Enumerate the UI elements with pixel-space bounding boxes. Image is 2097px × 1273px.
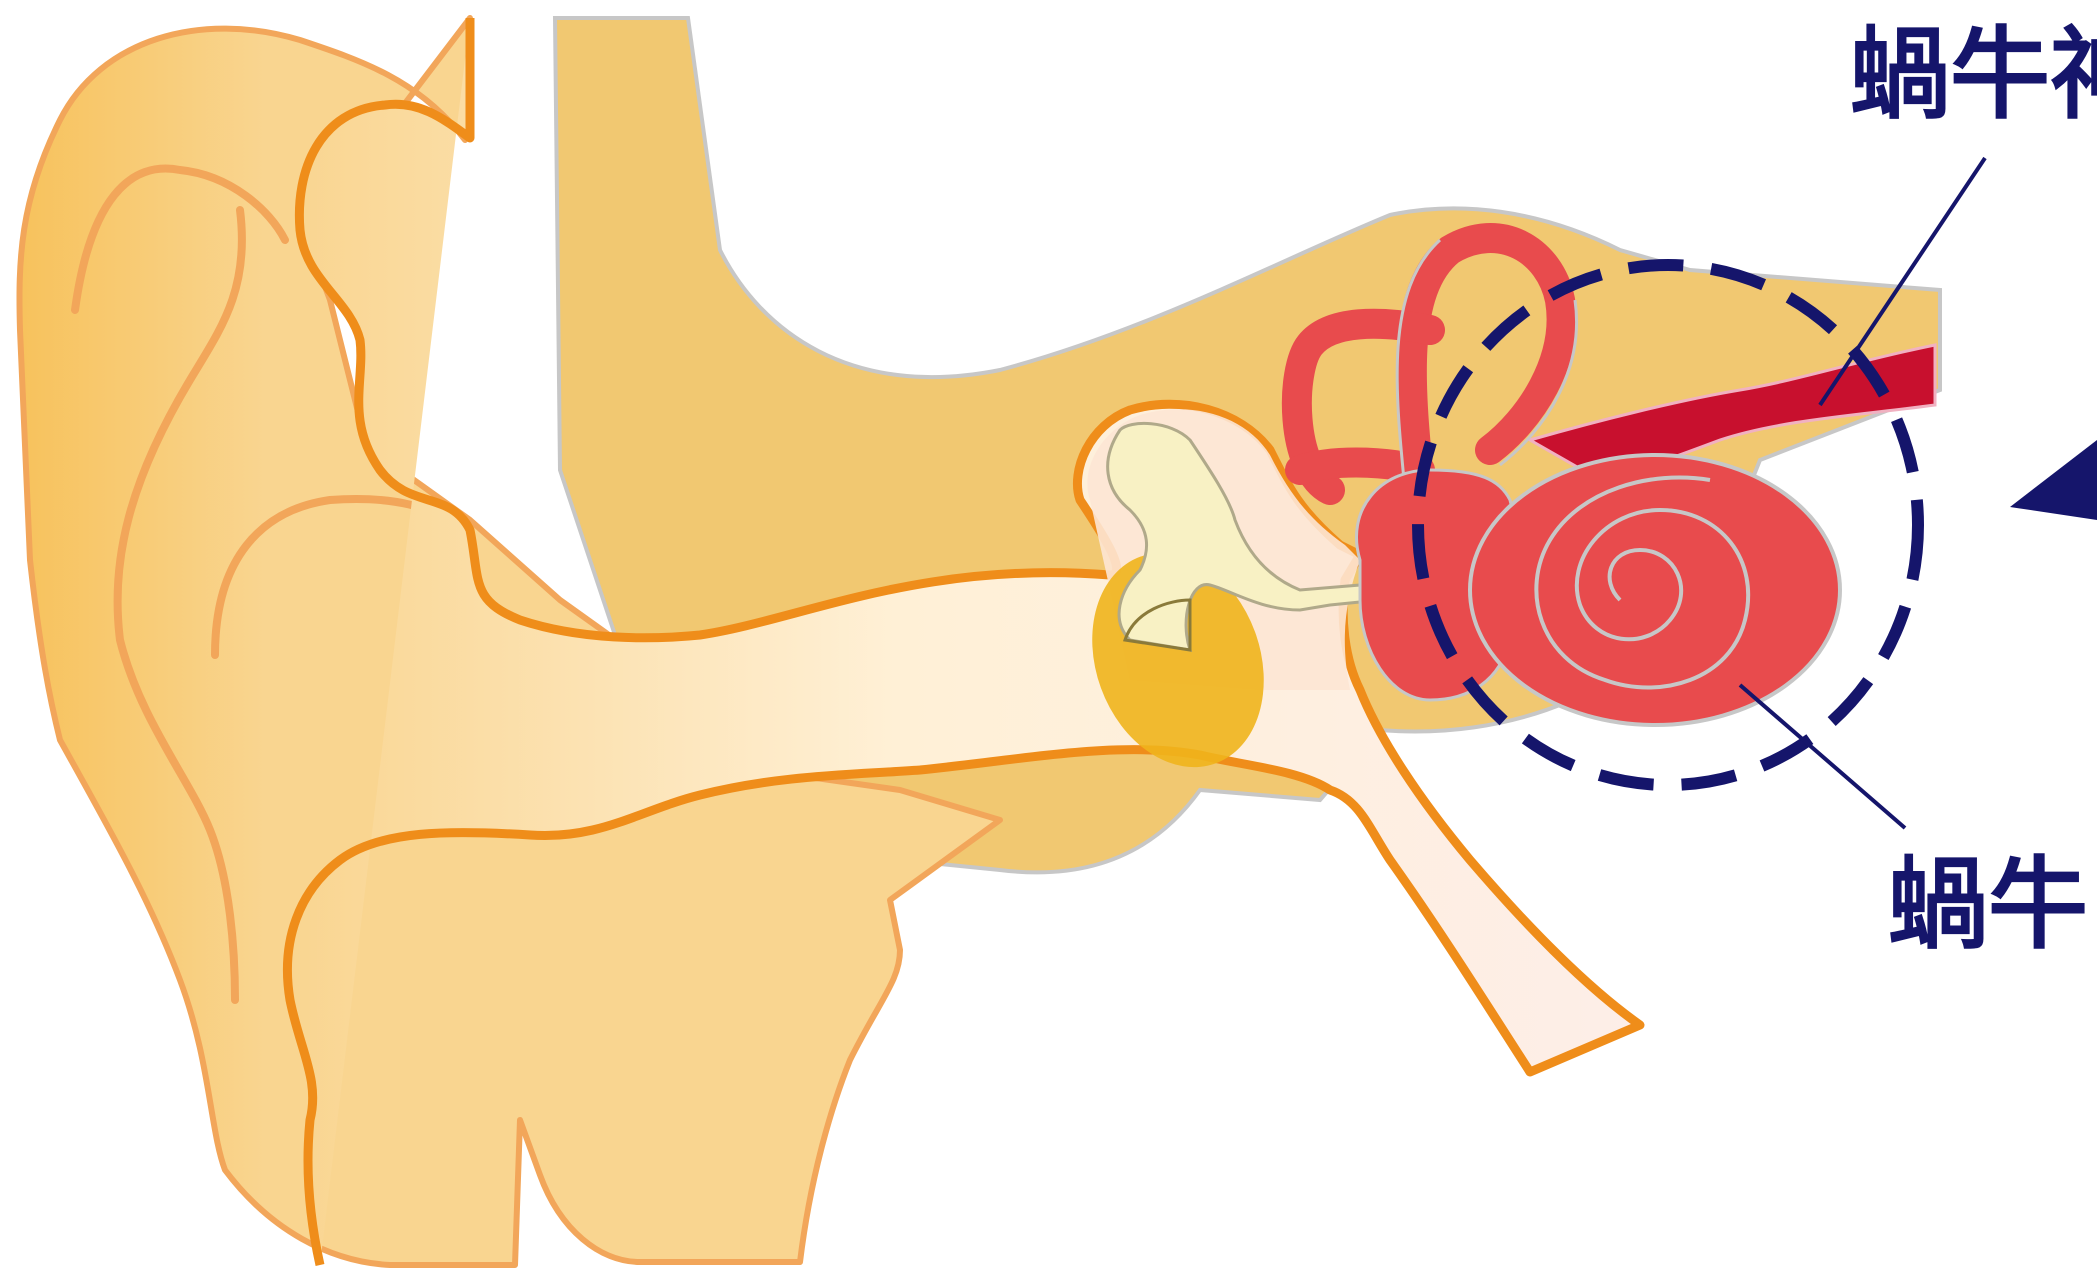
leader-line-cochlea — [1740, 685, 1905, 828]
label-cochlea: 蝸牛 — [1888, 855, 2088, 955]
label-cochlear-nerve: 蝸牛神 — [1850, 25, 2097, 125]
arrowhead-left-icon — [2010, 440, 2097, 520]
cochlea — [1470, 455, 1840, 725]
